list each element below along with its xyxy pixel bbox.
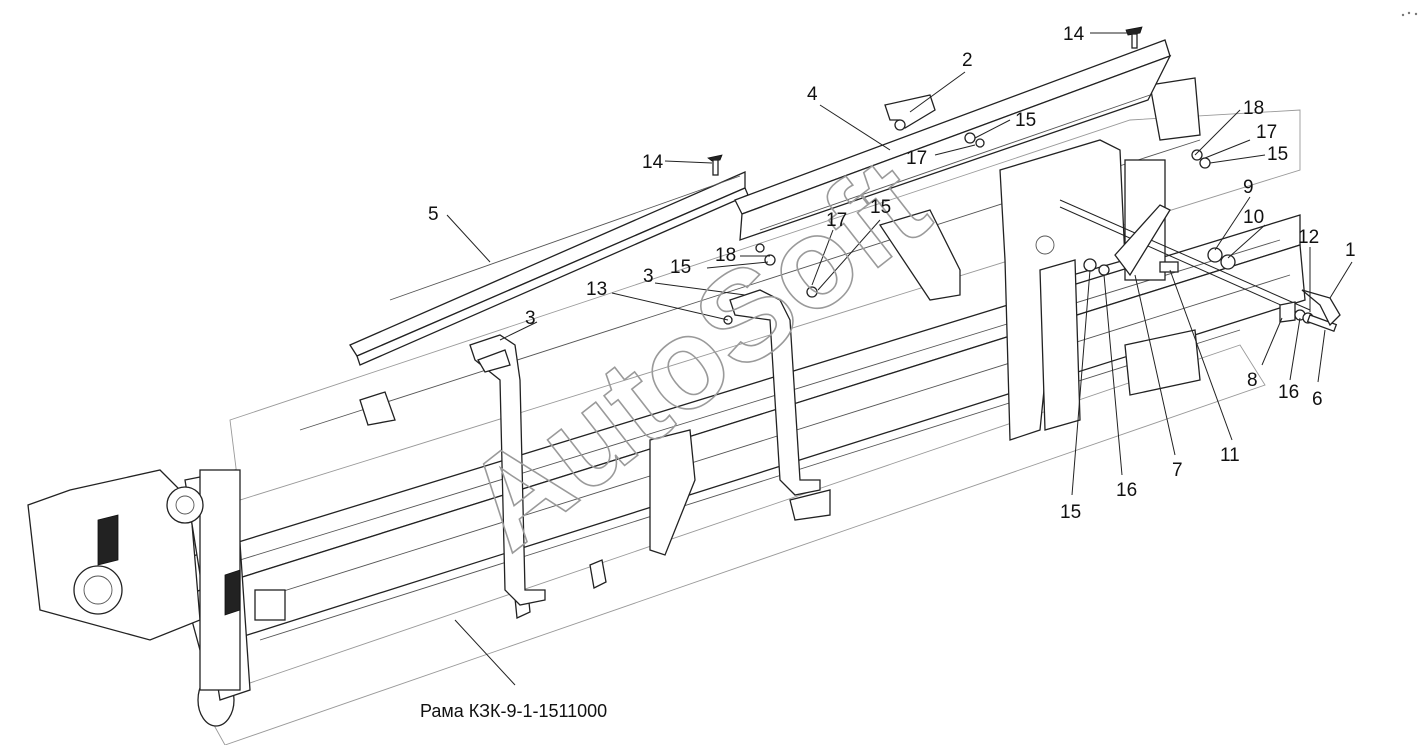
callout-11: 11 (1220, 445, 1240, 466)
callout-3: 3 (643, 266, 654, 287)
callout-15: 15 (1060, 502, 1081, 523)
callout-6: 6 (1312, 389, 1323, 410)
linkage-assembly (1059, 199, 1341, 332)
callout-14: 14 (1063, 24, 1085, 45)
callout-16: 16 (1278, 382, 1299, 403)
callout-16: 16 (1116, 480, 1137, 501)
handle-2 (884, 94, 936, 131)
callout-18: 18 (715, 245, 736, 266)
angle-beam-5 (349, 171, 749, 366)
callout-15: 15 (870, 197, 891, 218)
leader-lines (446, 32, 1353, 686)
callout-17: 17 (906, 148, 927, 169)
callout-2: 2 (962, 50, 973, 71)
callout-10: 10 (1243, 207, 1264, 228)
callout-4: 4 (807, 84, 818, 105)
callout-8: 8 (1247, 370, 1258, 391)
callout-18: 18 (1243, 98, 1264, 119)
callout-17: 17 (1256, 122, 1277, 143)
figure-caption: Рама КЗК-9-1-1511000 (420, 701, 607, 721)
callout-14: 14 (642, 152, 664, 173)
callout-1: 1 (1345, 240, 1356, 261)
callout-17: 17 (826, 210, 847, 231)
callout-15: 15 (670, 257, 691, 278)
angle-beam-4 (734, 39, 1172, 241)
callout-15: 15 (1015, 110, 1036, 131)
callout-labels: 14 2 4 15 17 18 17 15 14 5 17 15 18 15 1… (428, 24, 1356, 523)
callout-9: 9 (1243, 177, 1254, 198)
callout-15: 15 (1267, 144, 1288, 165)
bracket-3-left (469, 334, 546, 606)
callout-7: 7 (1172, 460, 1183, 481)
callout-12: 12 (1298, 227, 1319, 248)
callout-13: 13 (586, 279, 607, 300)
fasteners (723, 132, 1211, 325)
corner-mark (1401, 11, 1418, 17)
callout-5: 5 (428, 204, 439, 225)
bracket-3-right (729, 289, 821, 496)
bolt-14-left (707, 154, 723, 176)
bolt-14-right (1125, 26, 1143, 49)
callout-3: 3 (525, 308, 536, 329)
